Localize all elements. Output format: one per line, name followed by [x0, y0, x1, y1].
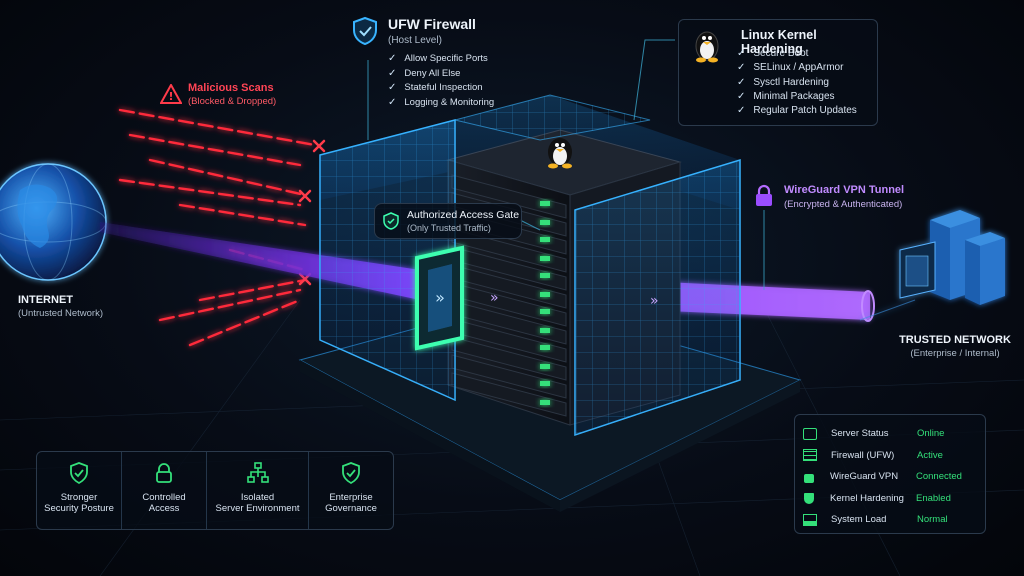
- trusted-network-icon: [859, 210, 1005, 321]
- benefit-item: Isolated Server Environment: [207, 452, 309, 529]
- rack-led: [540, 237, 550, 242]
- server-icon: [803, 427, 817, 440]
- chart-icon: [803, 513, 817, 526]
- shield-check-icon: [70, 462, 88, 485]
- internet-title: INTERNET: [18, 294, 73, 306]
- status-row: Server Status Online: [803, 423, 985, 445]
- access-gate: »: [415, 245, 464, 351]
- svg-text:»: »: [435, 288, 445, 307]
- trusted-title: TRUSTED NETWORK: [899, 334, 1011, 346]
- check-icon: ✓: [388, 82, 397, 93]
- ufw-subtitle: (Host Level): [388, 35, 442, 46]
- firewall-icon: [803, 449, 817, 462]
- status-panel: Server Status Online Firewall (UFW) Acti…: [794, 414, 986, 534]
- internet-label: INTERNET (Untrusted Network): [18, 294, 138, 319]
- shield-icon: [804, 492, 814, 504]
- check-icon: ✓: [388, 96, 397, 108]
- list-item: ✓Regular Patch Updates: [737, 104, 857, 118]
- rack-led: [540, 292, 550, 297]
- check-icon: ✓: [737, 48, 746, 59]
- check-icon: ✓: [388, 67, 397, 79]
- status-row: Firewall (UFW) Active: [803, 445, 985, 467]
- status-value: Active: [917, 449, 943, 461]
- benefit-item: Controlled Access: [122, 452, 208, 529]
- rack-led: [540, 256, 550, 261]
- benefit-item: Enterprise Governance: [309, 452, 393, 529]
- list-item: ✓Stateful Inspection: [388, 81, 494, 96]
- list-item: ✓Logging & Monitoring: [388, 96, 494, 111]
- internet-subtitle: (Untrusted Network): [18, 308, 103, 319]
- list-item: ✓Sysctl Hardening: [737, 76, 857, 90]
- rack-led: [540, 328, 550, 333]
- network-icon: [246, 462, 269, 483]
- malicious-title: Malicious Scans: [188, 82, 274, 94]
- status-row: Kernel Hardening Enabled: [803, 488, 985, 510]
- gate-label: Authorized Access Gate (Only Trusted Tra…: [374, 203, 522, 239]
- svg-text:»: »: [490, 290, 499, 306]
- check-icon: ✓: [737, 105, 746, 117]
- status-row: System Load Normal: [803, 509, 985, 531]
- lock-icon: [156, 463, 172, 483]
- check-icon: ✓: [737, 76, 746, 88]
- ufw-list: ✓Allow Specific Ports ✓Deny All Else ✓St…: [388, 52, 494, 110]
- lock-icon: [756, 184, 772, 206]
- malicious-subtitle: (Blocked & Dropped): [188, 96, 277, 107]
- check-icon: ✓: [737, 90, 746, 102]
- ufw-title: UFW Firewall: [388, 16, 476, 32]
- rack-led: [540, 201, 550, 206]
- svg-text:»: »: [650, 293, 659, 309]
- kernel-list: ✓Secure Boot ✓SELinux / AppArmor ✓Sysctl…: [737, 47, 857, 118]
- malicious-traffic: [118, 108, 317, 347]
- rack-led: [540, 273, 550, 278]
- benefit-item: Stronger Security Posture: [37, 452, 123, 529]
- gate-subtitle: (Only Trusted Traffic): [407, 223, 491, 233]
- vpn-title: WireGuard VPN Tunnel: [784, 184, 905, 196]
- trusted-subtitle: (Enterprise / Internal): [910, 348, 1000, 359]
- status-value: Normal: [917, 514, 948, 526]
- globe-icon: [0, 163, 107, 281]
- shield-check-icon: [353, 16, 377, 46]
- list-item: ✓Minimal Packages: [737, 90, 857, 104]
- kernel-panel: Linux Kernel Hardening ✓Secure Boot ✓SEL…: [678, 19, 878, 126]
- tux-icon: [548, 138, 572, 169]
- check-icon: ✓: [388, 53, 397, 64]
- shield-check-icon: [383, 212, 399, 230]
- list-item: ✓Allow Specific Ports: [388, 52, 494, 67]
- svg-text:!: !: [168, 90, 173, 103]
- list-item: ✓Deny All Else: [388, 67, 494, 82]
- rack-led: [540, 220, 550, 225]
- trusted-label: TRUSTED NETWORK (Enterprise / Internal): [890, 334, 1020, 359]
- shield-check-icon: [342, 462, 360, 485]
- kernel-title: Linux Kernel Hardening: [741, 28, 817, 56]
- benefits-panel: Stronger Security Posture Controlled Acc…: [36, 451, 394, 530]
- lock-icon: [804, 473, 814, 483]
- status-value: Online: [917, 428, 945, 440]
- tux-icon: [695, 31, 719, 63]
- rack-led: [540, 381, 550, 386]
- rack-led: [540, 400, 550, 405]
- status-value: Enabled: [916, 492, 951, 504]
- rack-led: [540, 345, 550, 350]
- warning-icon: !: [160, 84, 182, 104]
- status-row: WireGuard VPN Connected: [803, 466, 985, 488]
- vpn-subtitle: (Encrypted & Authenticated): [784, 199, 903, 210]
- rack-led: [540, 309, 550, 314]
- rack-led: [540, 364, 550, 369]
- check-icon: ✓: [737, 62, 746, 74]
- status-value: Connected: [916, 471, 962, 483]
- list-item: ✓SELinux / AppArmor: [737, 61, 857, 75]
- gate-title: Authorized Access Gate: [407, 209, 520, 221]
- list-item: ✓Secure Boot: [737, 47, 857, 61]
